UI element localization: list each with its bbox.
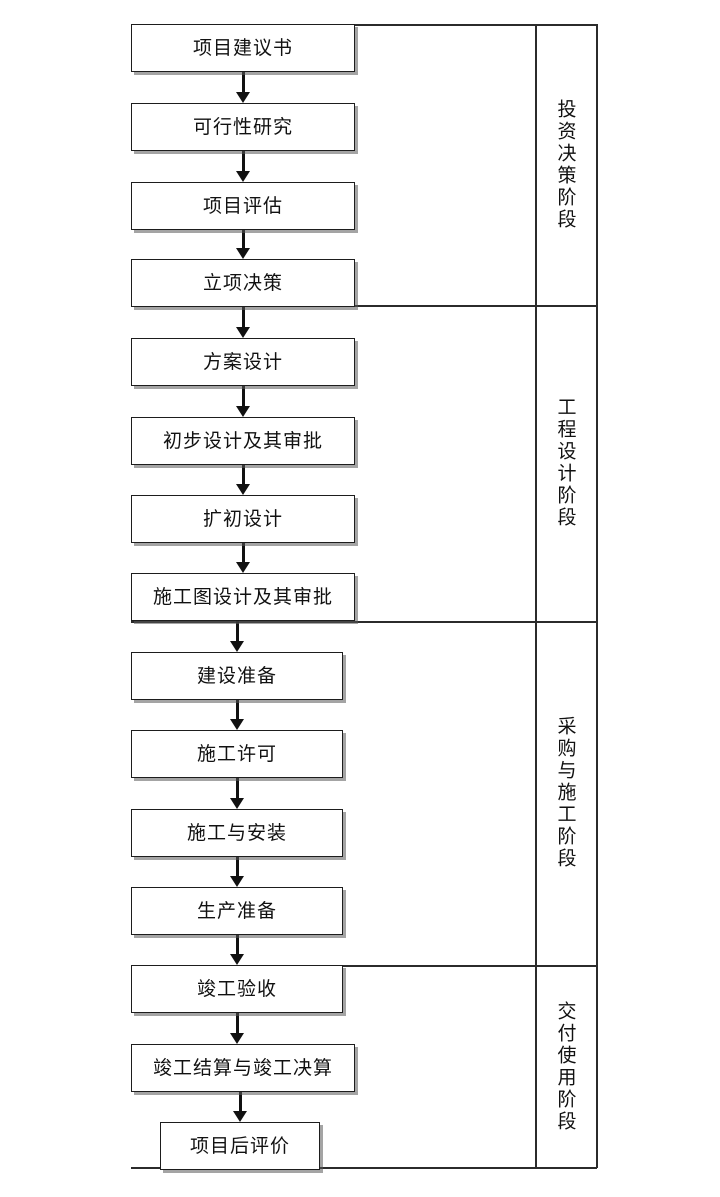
- stage-label-text: 投资决策阶段: [554, 98, 577, 231]
- stage-label-text: 工程设计阶段: [554, 397, 577, 529]
- node-label: 施工与安装: [186, 821, 287, 844]
- stage-lane-investment-decision: 投资决策阶段: [536, 24, 596, 305]
- node-label: 扩初设计: [202, 507, 283, 530]
- stage-lane-procurement-construction: 采购与施工阶段: [536, 621, 596, 965]
- stage-lane-engineering-design: 工程设计阶段: [536, 305, 596, 621]
- flow-arrow: [236, 465, 250, 495]
- flow-arrow: [230, 700, 244, 730]
- process-node-scheme-design[interactable]: 方案设计: [131, 338, 355, 386]
- process-node-post-project-evaluation[interactable]: 项目后评价: [160, 1122, 320, 1170]
- process-node-construction-preparation[interactable]: 建设准备: [131, 652, 343, 700]
- stage-label-text: 交付使用阶段: [554, 1000, 577, 1133]
- frame-bottom-border: [131, 1167, 597, 1169]
- flow-arrow: [236, 386, 250, 417]
- process-node-project-appraisal[interactable]: 项目评估: [131, 182, 355, 230]
- process-node-extended-preliminary-design[interactable]: 扩初设计: [131, 495, 355, 543]
- stage-divider-1: [131, 305, 597, 307]
- node-label: 项目后评价: [189, 1134, 290, 1157]
- lane-frame-right-border: [596, 24, 598, 1168]
- node-label: 施工许可: [196, 742, 277, 765]
- node-label: 初步设计及其审批: [162, 429, 323, 452]
- flow-arrow: [230, 1013, 244, 1044]
- process-node-project-proposal[interactable]: 项目建议书: [131, 24, 355, 72]
- process-node-completion-acceptance[interactable]: 竣工验收: [131, 965, 343, 1013]
- lane-divider-inner: [535, 24, 537, 1168]
- node-label: 项目建议书: [192, 36, 293, 59]
- flow-arrow: [230, 621, 244, 652]
- node-label: 竣工验收: [196, 977, 277, 1000]
- node-label: 立项决策: [202, 271, 283, 294]
- stage-divider-2: [131, 621, 597, 623]
- process-node-preliminary-design-approval[interactable]: 初步设计及其审批: [131, 417, 355, 465]
- flow-arrow: [236, 543, 250, 573]
- node-label: 生产准备: [196, 899, 277, 922]
- flow-arrow: [233, 1092, 247, 1122]
- process-node-construction-permit[interactable]: 施工许可: [131, 730, 343, 778]
- flow-arrow: [230, 778, 244, 809]
- node-label: 可行性研究: [192, 115, 293, 138]
- process-node-construction-and-installation[interactable]: 施工与安装: [131, 809, 343, 857]
- process-node-final-settlement-and-accounts[interactable]: 竣工结算与竣工决算: [131, 1044, 355, 1092]
- node-label: 施工图设计及其审批: [152, 585, 333, 608]
- process-node-feasibility-study[interactable]: 可行性研究: [131, 103, 355, 151]
- flow-arrow: [236, 307, 250, 338]
- node-label: 方案设计: [202, 350, 283, 373]
- flow-arrow: [236, 72, 250, 103]
- stage-lane-handover-use: 交付使用阶段: [536, 965, 596, 1168]
- node-label: 项目评估: [202, 194, 283, 217]
- process-node-project-approval-decision[interactable]: 立项决策: [131, 259, 355, 307]
- node-label: 竣工结算与竣工决算: [152, 1056, 333, 1079]
- flow-arrow: [230, 857, 244, 887]
- flow-arrow: [236, 230, 250, 259]
- flow-arrow: [230, 935, 244, 965]
- stage-divider-3: [131, 965, 597, 967]
- flow-arrow: [236, 151, 250, 182]
- process-node-construction-drawing-design-approval[interactable]: 施工图设计及其审批: [131, 573, 355, 621]
- frame-top-border: [131, 24, 597, 26]
- process-node-production-preparation[interactable]: 生产准备: [131, 887, 343, 935]
- stage-label-text: 采购与施工阶段: [554, 716, 577, 870]
- node-label: 建设准备: [196, 664, 277, 687]
